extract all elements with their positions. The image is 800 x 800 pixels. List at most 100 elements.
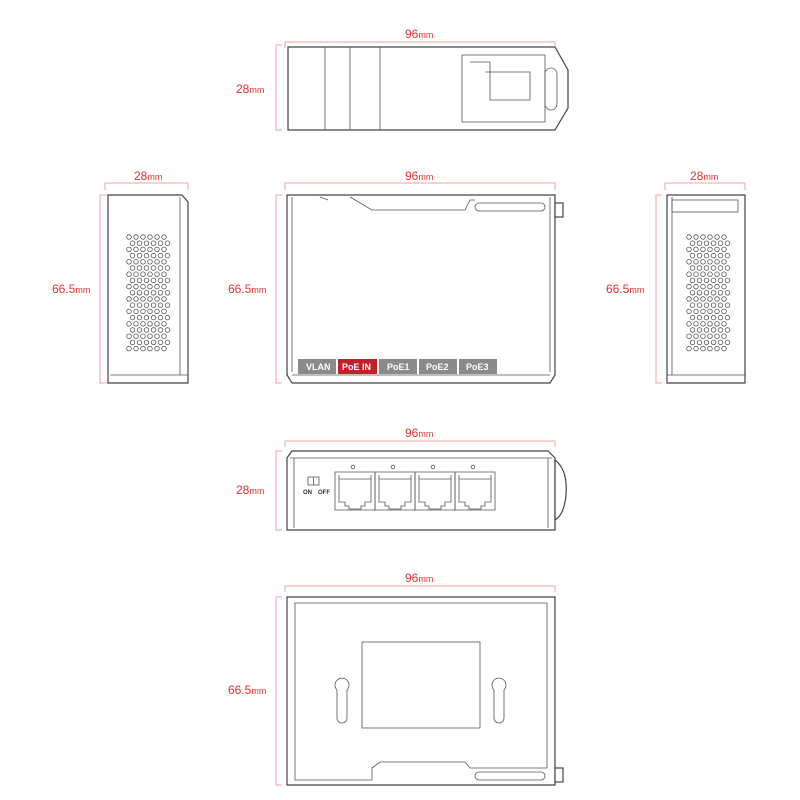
vent-hole <box>140 333 146 339</box>
vent-hole <box>707 271 713 277</box>
vent-hole <box>721 345 727 352</box>
vent-hole <box>133 283 139 290</box>
vent-hole <box>129 277 136 284</box>
vent-hole <box>696 314 703 321</box>
label-area <box>361 641 481 729</box>
label-poe-in <box>338 359 377 374</box>
vent-hole <box>147 345 153 352</box>
vent-hole <box>717 314 724 321</box>
vent-hole <box>721 271 727 277</box>
vent-hole <box>150 240 157 246</box>
label-poe1 <box>379 359 417 374</box>
vent-hole <box>133 308 139 315</box>
vent-hole <box>133 345 139 352</box>
left-view-depth-label: 28mm <box>134 169 162 183</box>
front-view-width-label: 96mm <box>405 169 433 183</box>
port-led <box>430 464 436 470</box>
vent-hole <box>710 339 717 346</box>
left-view-height-label: 66.5mm <box>52 282 90 296</box>
vent-hole <box>150 339 157 346</box>
vent-hole <box>707 283 713 290</box>
vent-hole <box>696 339 703 346</box>
vent-hole <box>724 265 731 271</box>
vent-hole <box>700 246 706 253</box>
vent-hole <box>724 290 731 296</box>
vent-hole <box>136 277 143 284</box>
vent-hole <box>696 302 703 308</box>
vent-hole <box>689 252 696 259</box>
vent-hole <box>721 234 727 240</box>
vent-hole <box>161 345 167 352</box>
vent-hole <box>714 234 720 240</box>
vent-hole <box>140 234 146 240</box>
vent-hole <box>707 259 713 265</box>
vent-hole <box>164 277 171 284</box>
left-side-view: 28mm 66.5mm <box>52 169 189 384</box>
vent-hole <box>693 259 699 265</box>
vent-hole <box>724 314 731 321</box>
vent-hole <box>126 333 132 339</box>
vent-hole <box>140 271 146 277</box>
vent-hole <box>140 283 146 290</box>
vent-hole <box>714 296 720 302</box>
vent-hole <box>700 308 706 315</box>
vent-hole <box>136 240 143 246</box>
mount-hole-left <box>334 677 350 724</box>
rj45-ports <box>334 464 496 511</box>
vent-hole <box>700 283 706 290</box>
vent-hole <box>700 296 706 302</box>
vent-hole <box>714 271 720 277</box>
vent-hole <box>143 277 150 284</box>
label-vlan <box>298 359 336 374</box>
vent-hole <box>686 259 692 265</box>
vent-hole <box>140 321 146 327</box>
vent-hole <box>157 339 164 346</box>
vent-hole <box>147 246 153 253</box>
vent-hole <box>147 259 153 265</box>
vent-hole <box>154 345 160 352</box>
vent-hole <box>161 271 167 277</box>
switch-on-label: ON <box>303 490 312 496</box>
vent-hole <box>714 345 720 352</box>
vent-hole <box>126 259 132 265</box>
vent-hole <box>143 339 150 346</box>
vent-hole <box>154 246 160 253</box>
vent-hole <box>710 240 717 246</box>
vent-hole <box>707 321 713 327</box>
vent-hole <box>700 345 706 352</box>
vent-hole <box>703 314 710 321</box>
vent-hole <box>689 339 696 346</box>
vent-hole <box>154 321 160 327</box>
port-view-width-label: 96mm <box>405 426 433 440</box>
vent-hole <box>686 333 692 339</box>
vent-hole <box>710 327 717 333</box>
vent-hole <box>147 321 153 327</box>
back-view-width-label: 96mm <box>405 571 433 585</box>
right-side-view: 28mm 66.5mm <box>606 169 746 384</box>
vent-hole <box>700 234 706 240</box>
vent-hole <box>129 339 136 346</box>
vent-hole <box>686 345 692 352</box>
vent-hole <box>689 277 696 284</box>
front-view-height-label: 66.5mm <box>228 282 266 296</box>
vent-hole <box>161 283 167 290</box>
vent-hole <box>129 240 136 246</box>
vent-grid <box>686 234 731 352</box>
vent-hole <box>150 290 157 296</box>
vent-hole <box>710 290 717 296</box>
vent-hole <box>164 339 171 346</box>
vent-hole <box>724 339 731 346</box>
vent-hole <box>717 290 724 296</box>
vent-hole <box>136 302 143 308</box>
vent-hole <box>147 308 153 315</box>
vent-hole <box>136 314 143 321</box>
vent-hole <box>147 283 153 290</box>
vent-hole <box>689 327 696 333</box>
vent-hole <box>689 265 696 271</box>
vent-hole <box>689 290 696 296</box>
vent-hole <box>693 296 699 302</box>
vent-hole <box>714 321 720 327</box>
vent-hole <box>703 290 710 296</box>
vent-hole <box>161 234 167 240</box>
